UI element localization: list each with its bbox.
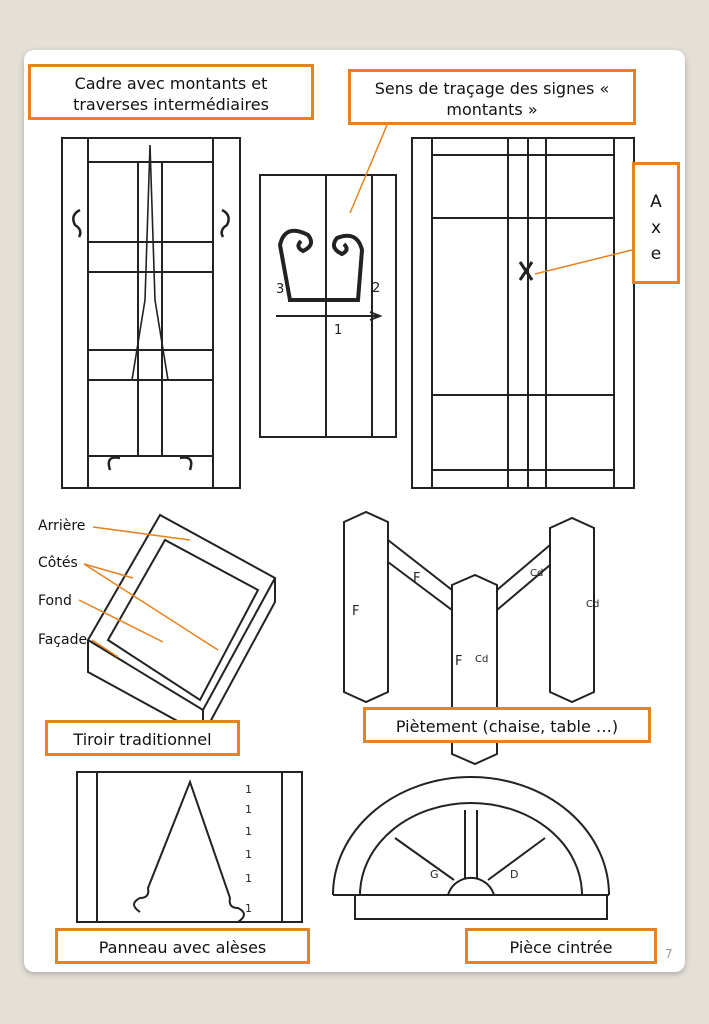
base-mark: Cd [530,568,543,579]
panel-number: 1 [245,783,252,796]
drawer-drawing [86,513,277,737]
stroke-number: 2 [372,281,380,296]
stroke-number: 1 [334,323,342,338]
arch-mark: G [430,868,439,881]
sketch-marks: 3 2 1 F F Cd F Cd Cd 1 1 1 1 1 1 G D [245,281,599,915]
caption-panel: Panneau avec alèses [55,928,310,964]
panel-number: 1 [245,872,252,885]
caption-curved: Pièce cintrée [465,928,657,964]
panel-number: 1 [245,803,252,816]
base-drawing [343,510,595,766]
base-mark: F [352,604,359,619]
arch-drawing [332,776,610,920]
caption-tracing: Sens de traçage des signes « montants » [348,69,636,125]
tracing-drawing [259,174,397,438]
label-back: Arrière [38,518,86,534]
panel-number: 1 [245,902,252,915]
label-front: Façade [38,632,88,648]
caption-axis: A x e [632,162,680,284]
page-number: 7 [665,947,673,961]
base-mark: Cd [586,599,599,610]
base-mark: F [455,654,462,669]
caption-base: Piètement (chaise, table …) [363,707,651,743]
base-mark: F [413,571,420,586]
base-mark: Cd [475,654,488,665]
door-frame-drawing [411,137,635,489]
caption-drawer: Tiroir traditionnel [45,720,240,756]
frame-drawing [61,137,241,489]
label-bottom: Fond [38,593,72,609]
stroke-number: 3 [276,282,284,297]
pointer-lines [78,124,633,658]
label-sides: Côtés [38,555,78,571]
arch-mark: D [510,868,518,881]
caption-axis-text: A x e [650,192,662,264]
caption-frame: Cadre avec montants et traverses intermé… [28,64,314,120]
panel-drawing [76,771,303,923]
panel-number: 1 [245,825,252,838]
panel-number: 1 [245,848,252,861]
